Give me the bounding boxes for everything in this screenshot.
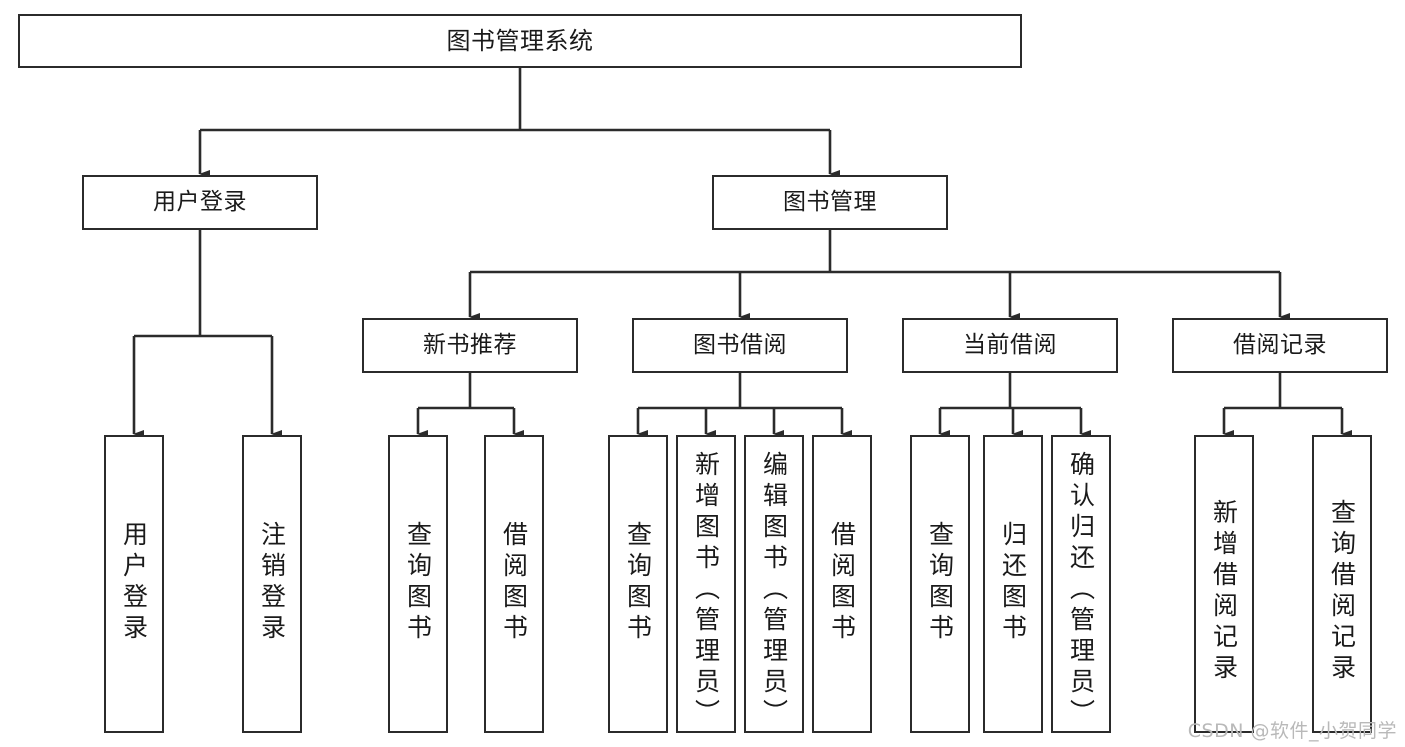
node-leaf_query_book_3[interactable]: 查询图书 [910, 435, 970, 733]
node-leaf_borrow_book_1[interactable]: 借阅图书 [484, 435, 544, 733]
node-root[interactable]: 图书管理系统 [18, 14, 1022, 68]
node-leaf_query_book_2-label: 查询图书 [623, 521, 653, 645]
node-leaf_borrow_book_2-label: 借阅图书 [827, 521, 857, 645]
node-root-label: 图书管理系统 [446, 26, 594, 55]
node-record-label: 借阅记录 [1233, 331, 1327, 358]
node-leaf_user_login-label: 用户登录 [119, 521, 149, 645]
node-leaf_add_record[interactable]: 新增借阅记录 [1194, 435, 1254, 733]
node-leaf_user_login[interactable]: 用户登录 [104, 435, 164, 733]
node-current[interactable]: 当前借阅 [902, 318, 1118, 373]
node-leaf_logout-label: 注销登录 [257, 521, 287, 645]
node-leaf_query_book_1-label: 查询图书 [403, 521, 433, 645]
node-leaf_borrow_book_1-label: 借阅图书 [499, 521, 529, 645]
node-leaf_borrow_book_2[interactable]: 借阅图书 [812, 435, 872, 733]
node-leaf_query_book_1[interactable]: 查询图书 [388, 435, 448, 733]
node-leaf_add_book-label: 新增图书（管理员） [691, 451, 721, 730]
node-leaf_logout[interactable]: 注销登录 [242, 435, 302, 733]
node-new_book[interactable]: 新书推荐 [362, 318, 578, 373]
node-leaf_confirm_return[interactable]: 确认归还（管理员） [1051, 435, 1111, 733]
node-leaf_query_book_3-label: 查询图书 [925, 521, 955, 645]
node-book_manage[interactable]: 图书管理 [712, 175, 948, 230]
node-leaf_return_book[interactable]: 归还图书 [983, 435, 1043, 733]
node-leaf_confirm_return-label: 确认归还（管理员） [1066, 451, 1096, 730]
node-new_book-label: 新书推荐 [423, 331, 517, 358]
node-book_manage-label: 图书管理 [783, 188, 877, 215]
node-leaf_add_book[interactable]: 新增图书（管理员） [676, 435, 736, 733]
node-user_login[interactable]: 用户登录 [82, 175, 318, 230]
node-leaf_query_record-label: 查询借阅记录 [1327, 499, 1357, 685]
node-current-label: 当前借阅 [963, 331, 1057, 358]
node-record[interactable]: 借阅记录 [1172, 318, 1388, 373]
node-leaf_edit_book-label: 编辑图书（管理员） [759, 451, 789, 730]
watermark-text: CSDN @软件_小贺同学 [1187, 720, 1397, 742]
node-borrow[interactable]: 图书借阅 [632, 318, 848, 373]
node-leaf_edit_book[interactable]: 编辑图书（管理员） [744, 435, 804, 733]
node-leaf_add_record-label: 新增借阅记录 [1209, 499, 1239, 685]
node-leaf_query_book_2[interactable]: 查询图书 [608, 435, 668, 733]
node-leaf_return_book-label: 归还图书 [998, 521, 1028, 645]
node-leaf_query_record[interactable]: 查询借阅记录 [1312, 435, 1372, 733]
node-borrow-label: 图书借阅 [693, 331, 787, 358]
node-user_login-label: 用户登录 [153, 188, 247, 215]
